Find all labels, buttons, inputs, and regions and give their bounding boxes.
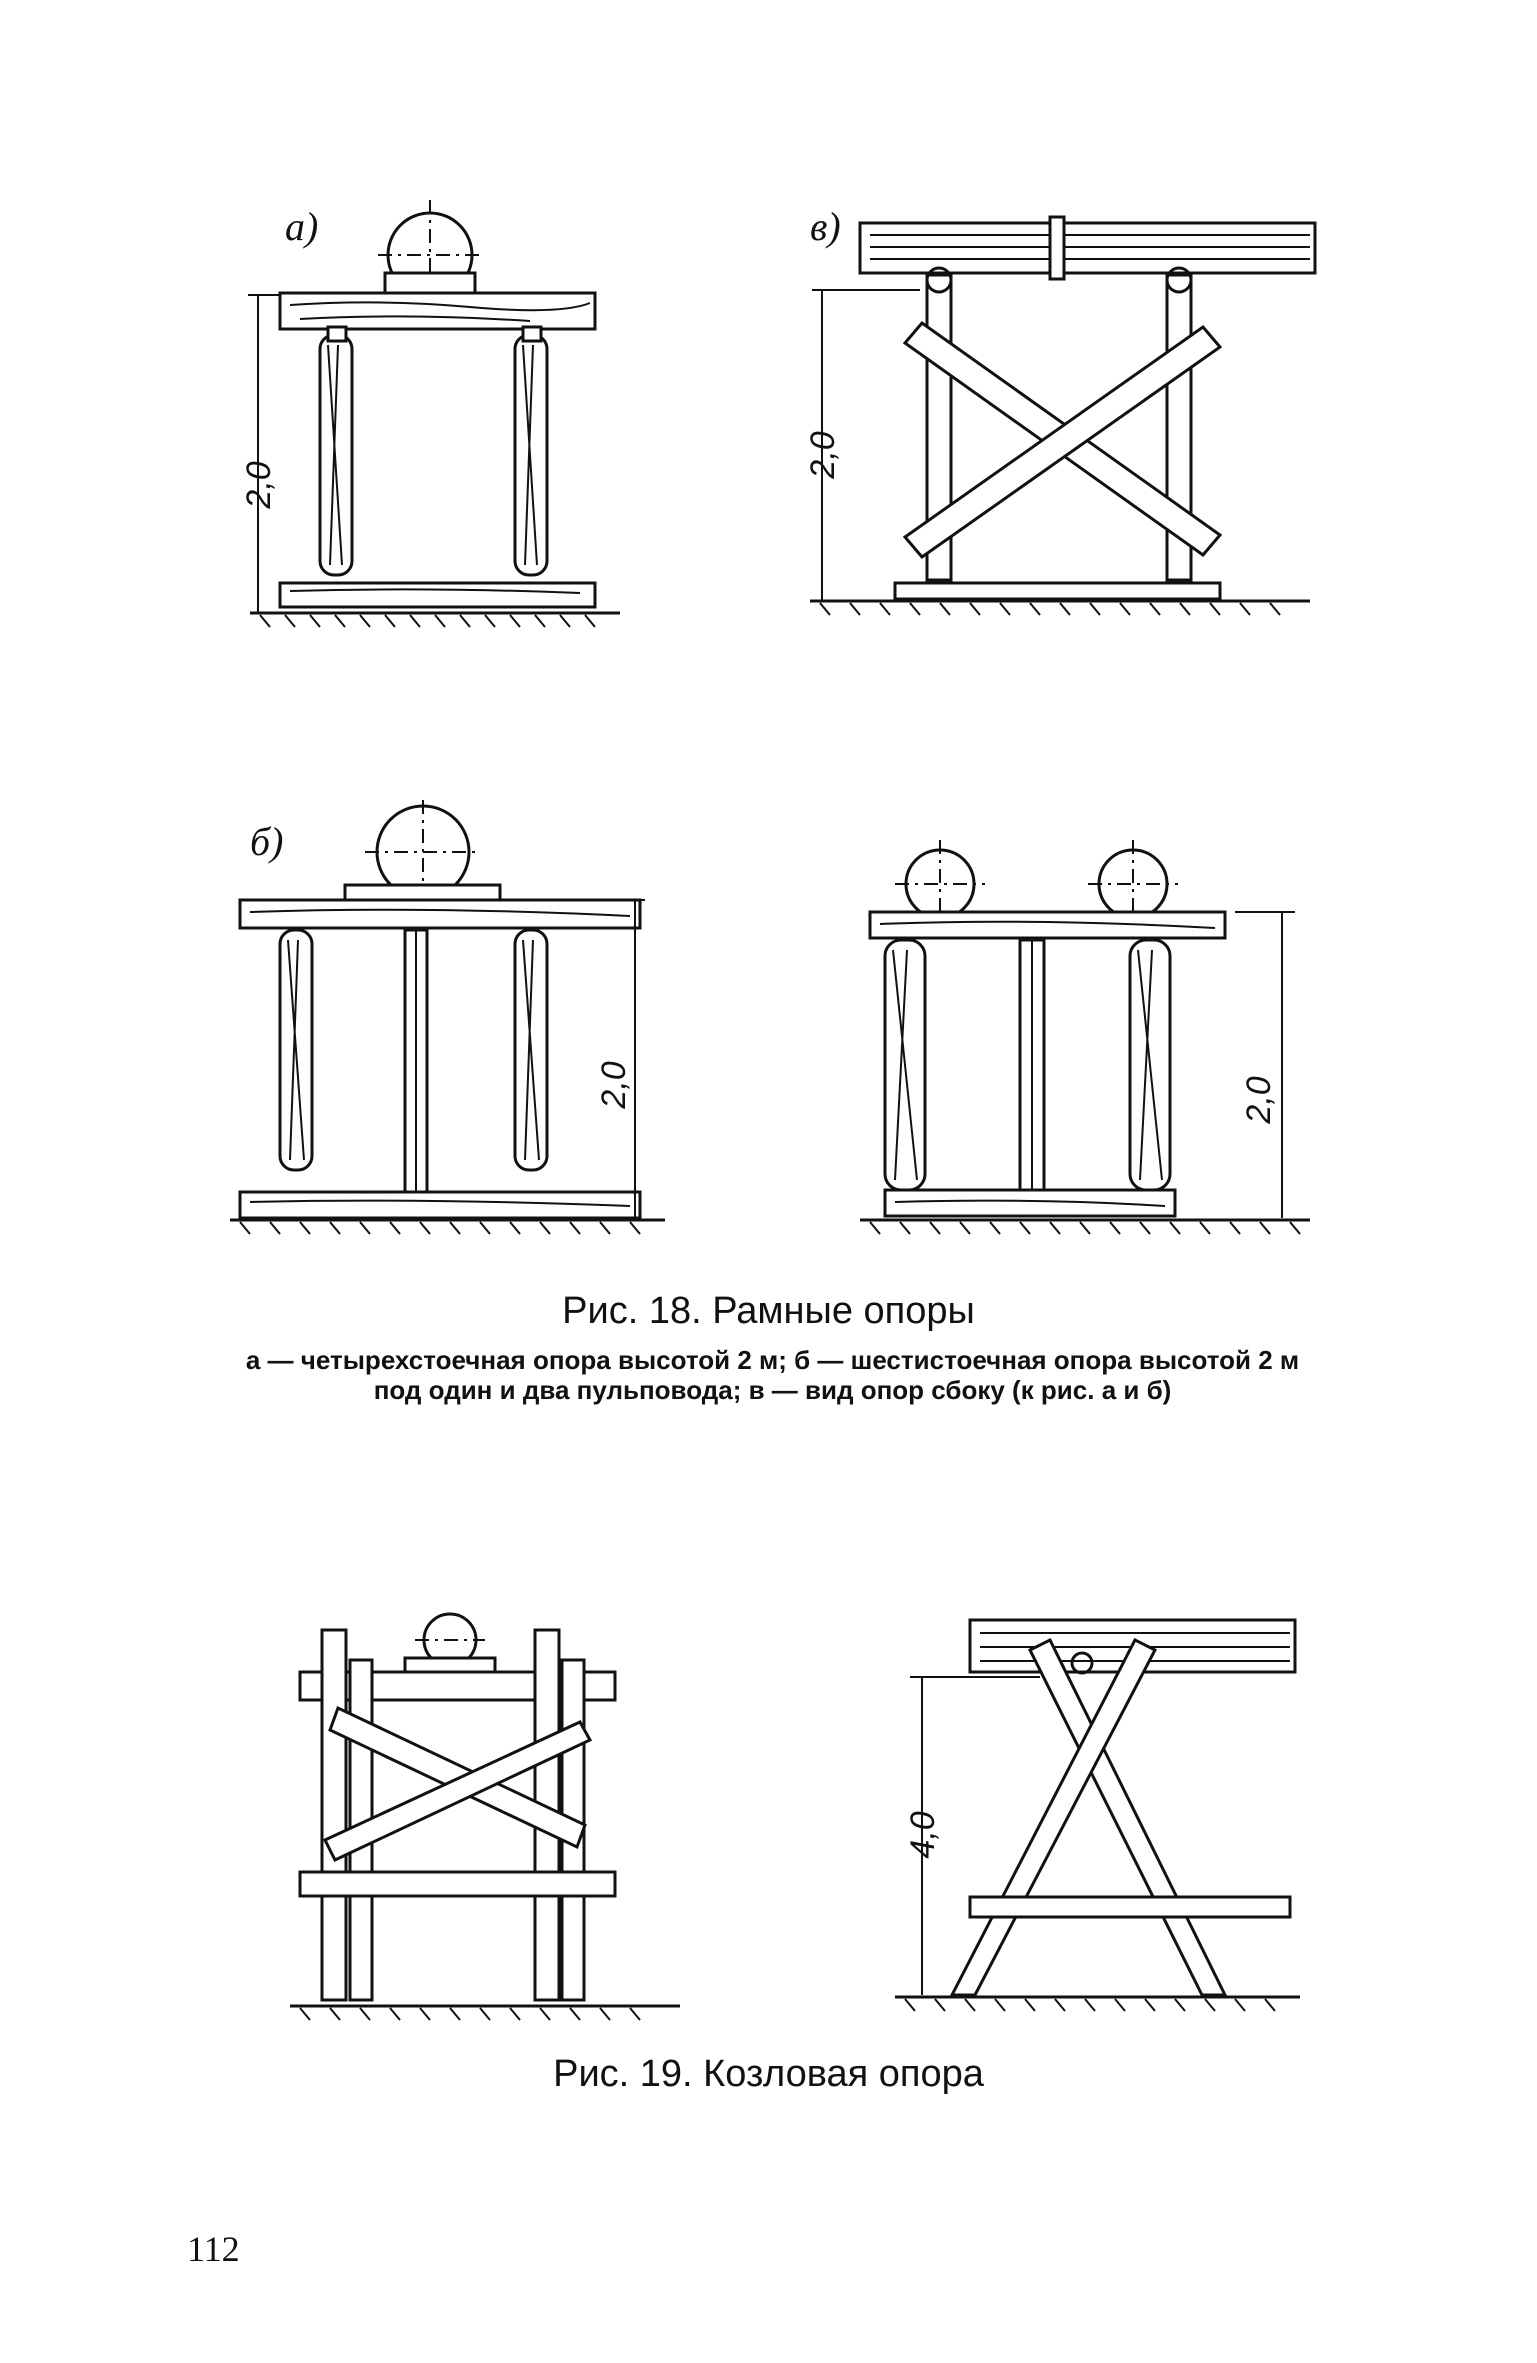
dimension-label-b2: 2,0 <box>1240 1076 1278 1124</box>
dimension-label-b1: 2,0 <box>595 1061 633 1109</box>
panel-label-b: б) <box>250 819 283 864</box>
figure-18v-drawing: в) 2,0 <box>804 204 1320 645</box>
figure-18b-single-pipe-drawing: б) 2,0 <box>225 800 675 1245</box>
figure-18b-double-pipe-drawing: 2,0 <box>855 840 1315 1245</box>
dimension-label-19: 4,0 <box>904 1811 942 1858</box>
figure-18a-drawing: а) 2,0 <box>240 195 630 645</box>
figure-19-front-drawing <box>290 1610 710 2020</box>
figure-19-side-drawing: 4,0 <box>890 1615 1310 2015</box>
dimension-label-a: 2,0 <box>240 461 278 509</box>
figure-18-caption-title: Рис. 18. Рамные опоры <box>562 1290 975 1332</box>
page-number: 112 <box>187 2229 240 2269</box>
panel-label-a: а) <box>285 204 318 249</box>
figure-18-caption-text: а — четырехстоечная опора высотой 2 м; б… <box>245 1345 1300 1405</box>
dimension-label-v: 2,0 <box>804 431 842 479</box>
figure-19-caption-title: Рис. 19. Козловая опора <box>553 2053 984 2095</box>
panel-label-v: в) <box>810 204 841 249</box>
